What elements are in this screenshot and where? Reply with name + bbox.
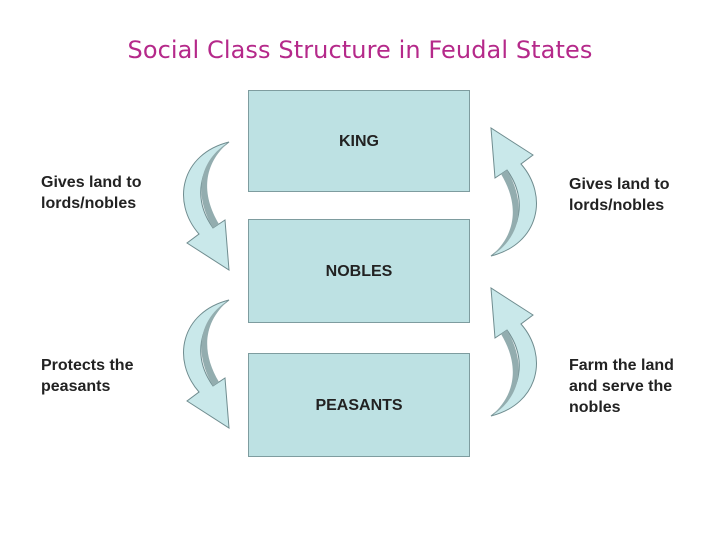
curved-arrow-right-up (490, 287, 537, 417)
annotation-line: Gives land to (569, 176, 670, 193)
curved-arrow-left-down (183, 141, 230, 271)
arrow-shade (491, 330, 519, 416)
annotation-line: and serve the (569, 378, 673, 395)
arrow-shade (201, 300, 229, 386)
tier-box-nobles: NOBLES (248, 219, 470, 323)
annotation-line: peasants (41, 378, 111, 395)
curved-arrow-left-down (183, 299, 230, 429)
tier-box-king: KING (248, 90, 470, 192)
annotation-line: Gives land to (41, 174, 142, 191)
annotation-nobles-to-king: Gives land to lords/nobles (569, 174, 669, 216)
tier-label-nobles: NOBLES (325, 263, 393, 280)
curved-arrow-right-up (490, 127, 537, 257)
annotation-line: Protects the (41, 357, 134, 374)
tier-box-peasants: PEASANTS (248, 353, 470, 457)
annotation-line: lords/nobles (41, 195, 137, 212)
tier-label-king: KING (339, 133, 379, 150)
page-title: Social Class Structure in Feudal States (127, 36, 593, 64)
annotation-line: nobles (569, 399, 621, 416)
arrow-shade (201, 142, 229, 228)
annotation-peasants-to-nobles: Farm the land and serve the nobles (569, 355, 674, 418)
arrow-shade (491, 170, 519, 256)
annotation-line: lords/nobles (569, 197, 665, 214)
annotation-line: Farm the land (569, 357, 674, 374)
annotation-king-to-nobles: Gives land to lords/nobles (41, 172, 141, 214)
annotation-nobles-to-peasants: Protects the peasants (41, 355, 133, 397)
tier-label-peasants: PEASANTS (315, 397, 403, 414)
